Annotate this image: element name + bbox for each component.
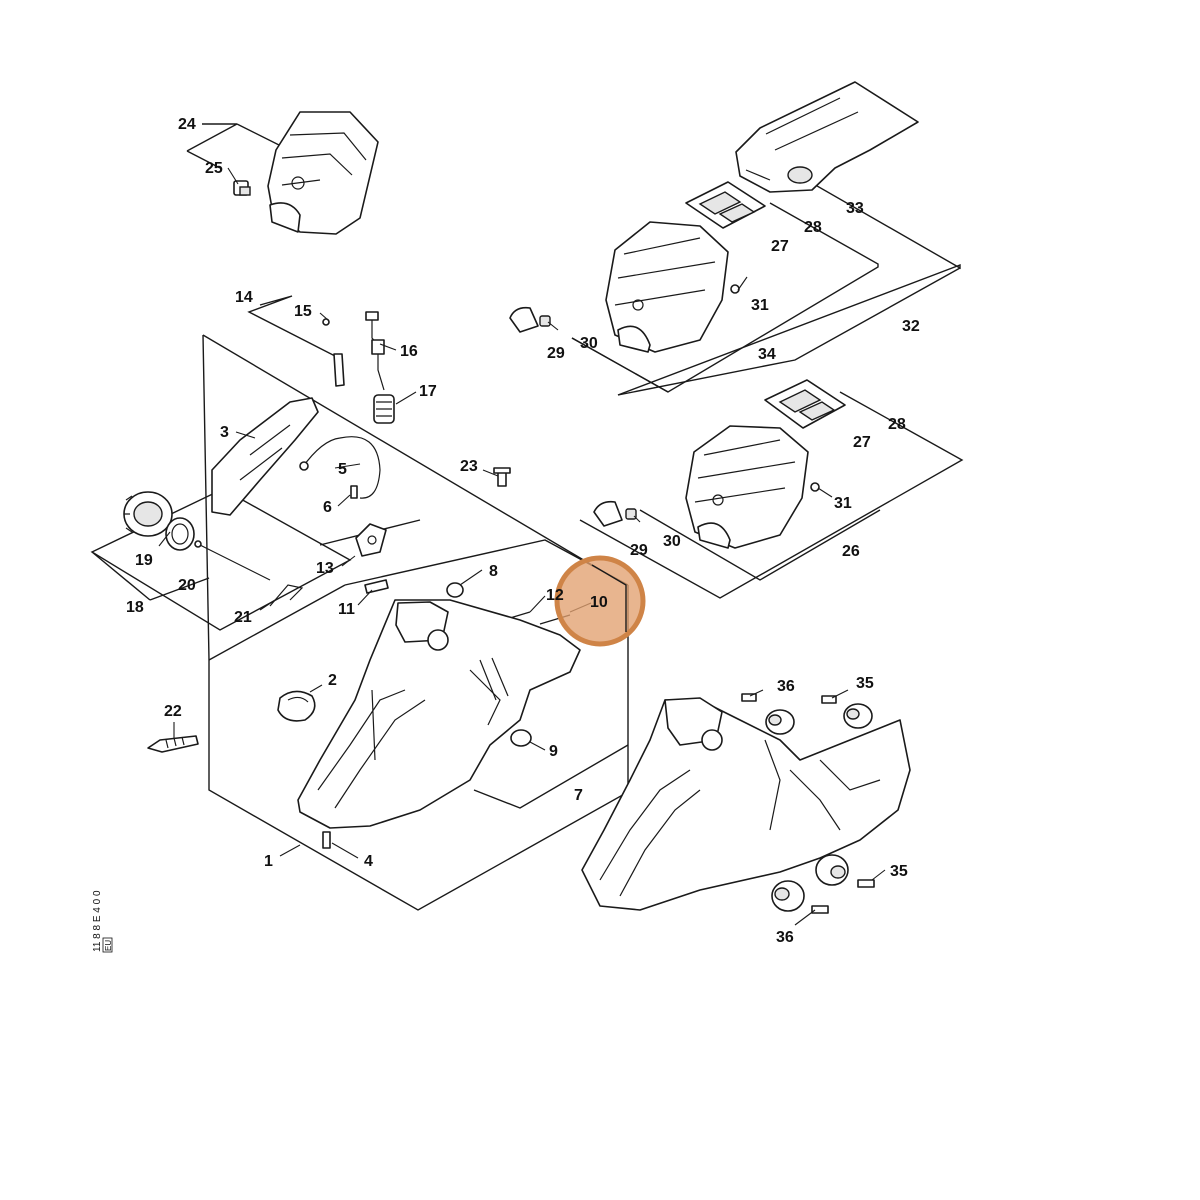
part-9-grommet (510, 729, 532, 747)
callout-32: 32 (902, 318, 920, 335)
part-13-bracket (355, 523, 387, 557)
callout-labels: 24 25 14 15 16 17 3 5 6 23 13 19 20 18 2… (126, 116, 920, 946)
drawing-code-box-text: EU (104, 940, 113, 951)
callout-1: 1 (264, 853, 273, 870)
part-35-av-top (821, 695, 873, 729)
part-29-30-middle (593, 500, 637, 527)
part-21-clip (269, 584, 304, 607)
callout-20: 20 (178, 577, 196, 594)
callout-35-top: 35 (856, 675, 874, 692)
part-28-gasket-upper (685, 181, 766, 229)
callout-9: 9 (549, 743, 558, 760)
highlight-marker (554, 555, 646, 647)
callout-30-upper: 30 (580, 335, 598, 352)
callout-31-upper: 31 (751, 297, 769, 314)
callout-5: 5 (338, 461, 347, 478)
callout-6: 6 (323, 499, 332, 516)
part-29-30-upper (509, 306, 551, 333)
assembly-engine (581, 697, 911, 911)
part-26-filter-cover-middle (685, 425, 809, 549)
callout-36-top: 36 (777, 678, 795, 695)
part-33-shroud (735, 81, 919, 193)
callout-24: 24 (178, 116, 196, 133)
part-20-tensioner (194, 540, 271, 581)
callout-15: 15 (294, 303, 312, 320)
part-34-filter-cover-upper (605, 221, 729, 353)
callout-36-bottom: 36 (776, 929, 794, 946)
part-4-screw (322, 831, 331, 849)
callout-21: 21 (234, 609, 252, 626)
callout-16: 16 (400, 343, 418, 360)
part-31-upper (730, 284, 740, 294)
callout-22: 22 (164, 703, 182, 720)
callout-19: 19 (135, 552, 153, 569)
callout-11: 11 (338, 601, 355, 618)
part-2-gasket (277, 690, 316, 722)
callout-14: 14 (235, 289, 253, 306)
callout-35-bottom: 35 (890, 863, 908, 880)
callout-4: 4 (364, 853, 373, 870)
part-17-fuel-filter (373, 394, 395, 424)
callout-28-upper: 28 (804, 219, 822, 236)
part-20-ring (165, 517, 195, 551)
part-28-gasket-middle (764, 379, 846, 429)
callout-30-middle: 30 (663, 533, 681, 550)
drawing-code-text: 11 8 8 E 4 0 0 (92, 890, 103, 952)
part-35-av-bottom (815, 854, 875, 888)
part-23-screw (493, 467, 511, 487)
part-1-housing (297, 599, 581, 829)
callout-17: 17 (419, 383, 437, 400)
callout-13: 13 (316, 560, 334, 577)
callout-23: 23 (460, 458, 478, 475)
callout-34: 34 (758, 346, 776, 363)
callout-27-middle: 27 (853, 434, 871, 451)
part-36-av-top (741, 693, 795, 735)
drawing-code: 11 8 8 E 4 0 0 EU (92, 890, 113, 953)
callout-18: 18 (126, 599, 144, 616)
part-16-fuel-hose (365, 311, 385, 391)
callout-29-middle: 29 (630, 542, 648, 559)
part-8-nut (446, 582, 464, 598)
part-3-handle-grip (211, 397, 319, 516)
callout-2: 2 (328, 672, 337, 689)
part-5-wire (299, 436, 381, 499)
part-6-screw (350, 485, 358, 499)
part-36-av-bottom (771, 880, 829, 914)
part-31-middle (810, 482, 820, 492)
callout-3: 3 (220, 424, 229, 441)
callout-27-upper: 27 (771, 238, 789, 255)
callout-8: 8 (489, 563, 498, 580)
callout-31-middle: 31 (834, 495, 852, 512)
part-19-sprocket (123, 491, 173, 537)
callout-12: 12 (546, 587, 564, 604)
callout-26: 26 (842, 543, 860, 560)
callout-10-highlighted: 10 (590, 594, 608, 611)
callout-7: 7 (574, 787, 583, 804)
leader-lines (158, 167, 886, 926)
callout-28-middle: 28 (888, 416, 906, 433)
callout-29-upper: 29 (547, 345, 565, 362)
part-14-15 (322, 318, 345, 387)
part-22-bolt (147, 735, 199, 753)
part-25-knob (233, 180, 251, 196)
callout-25: 25 (205, 160, 223, 177)
part-24-cover (267, 111, 379, 235)
callout-33: 33 (846, 200, 864, 217)
part-11-screw (364, 579, 389, 594)
